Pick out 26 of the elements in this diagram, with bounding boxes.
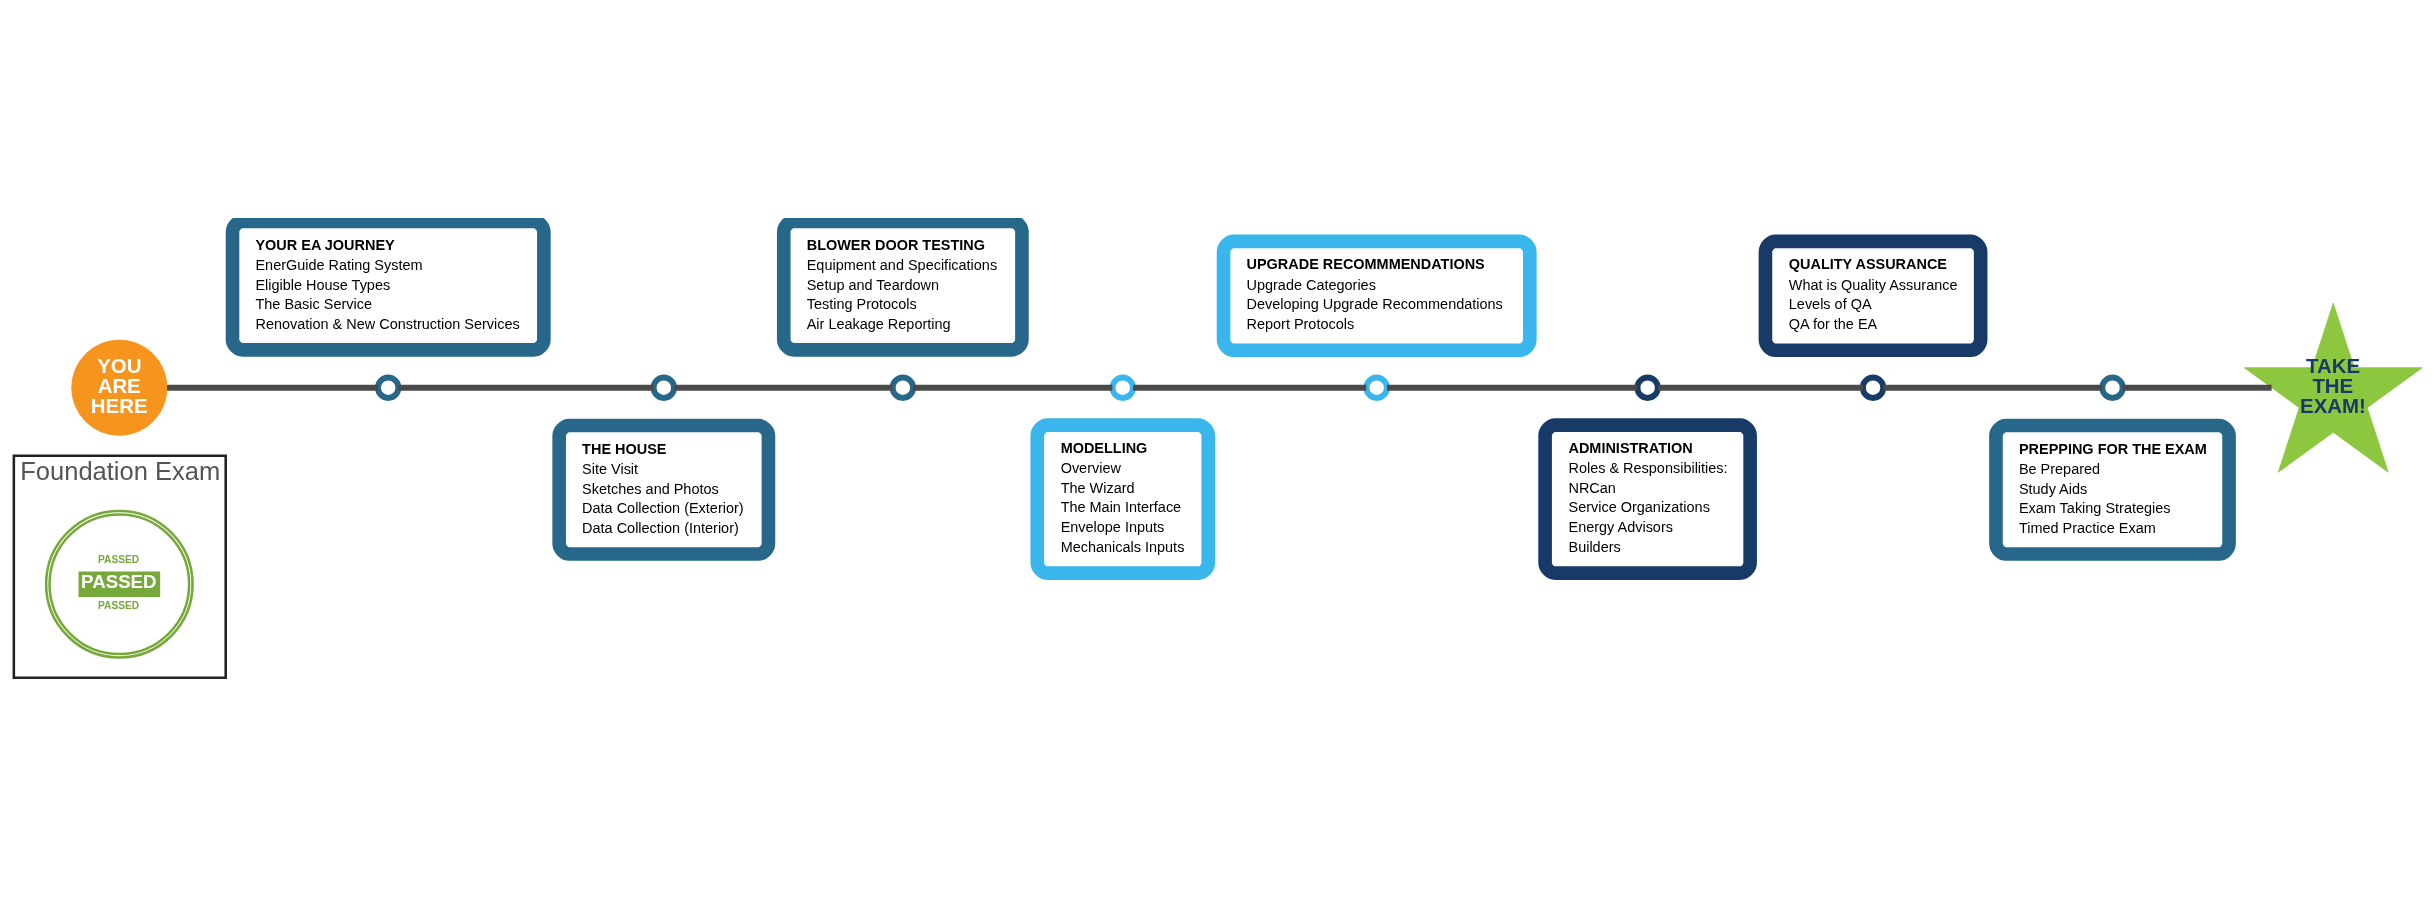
node-circle (1109, 374, 1136, 401)
connector (674, 384, 893, 391)
node-circle (2099, 374, 2126, 401)
node-circle (375, 374, 402, 401)
node-circle (650, 374, 677, 401)
node-circle (889, 374, 917, 401)
connector (1133, 384, 1367, 391)
node-box: QUALITY ASSURANCE What is Quality Assurance Levels of QA QA for the EA (1758, 234, 1988, 358)
connector (913, 384, 1113, 391)
connector (2122, 384, 2272, 391)
node-box: THE HOUSE Site Visit Sketches and Photos Data Collection (Exterior) Data Collection (Interior) (552, 418, 776, 561)
connector (1658, 384, 1863, 391)
node-circle: YOU ARE HERE (71, 339, 168, 436)
connector (1387, 384, 1638, 391)
connector (167, 384, 378, 391)
node-box: BLOWER DOOR TESTING Equipment and Specifications Setup and Teardown Testing Protocols Air Leakage Reporting (776, 218, 1029, 357)
node-box: MODELLING Overview The Wizard The Main Interface Envelope Inputs Mechanicals Inputs (1030, 418, 1216, 580)
connector (398, 384, 654, 391)
node-circle (1859, 374, 1887, 401)
node-box: ADMINISTRATION Roles & Responsibilities: NRCan Service Organizations Energy Advisors Builders (1538, 418, 1757, 580)
connector (1883, 384, 2103, 391)
node-box: PREPPING FOR THE EXAM Be Prepared Study Aids Exam Taking Strategies Timed Practice Exam (1989, 418, 2236, 561)
node-box: YOUR EA JOURNEY EnerGuide Rating System Eligible House Types The Basic Service Renovation & New Construction Services (225, 218, 551, 357)
node-box: UPGRADE RECOMMMENDATIONS Upgrade Categories Developing Upgrade Recommendations Report Protocols (1216, 234, 1537, 358)
node-circle (1363, 374, 1390, 401)
node-circle (1634, 374, 1661, 401)
